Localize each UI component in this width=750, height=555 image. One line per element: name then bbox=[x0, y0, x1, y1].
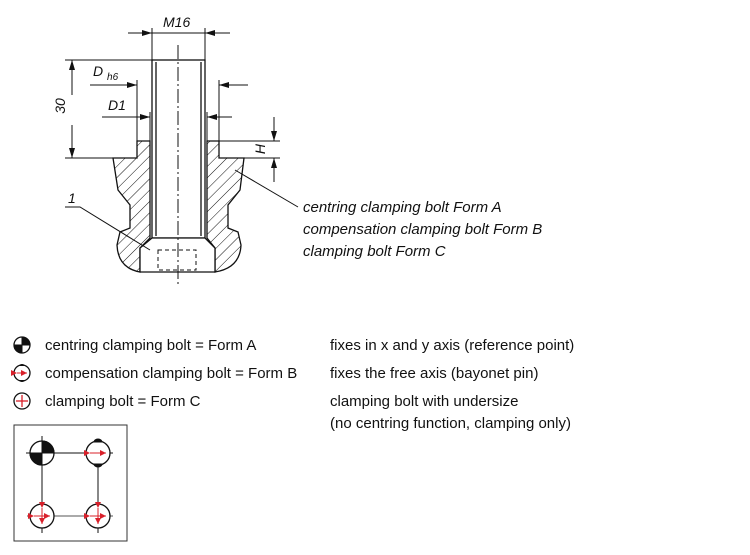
dim-height: H bbox=[252, 143, 269, 155]
clamping-symbol-icon bbox=[13, 392, 31, 410]
legend-label-a: centring clamping bolt = Form A bbox=[45, 337, 257, 354]
centring-symbol-icon bbox=[26, 437, 58, 469]
callout-text-a: centring clamping bolt Form A bbox=[303, 199, 502, 216]
callout-text-c: clamping bolt Form C bbox=[303, 243, 446, 260]
dim-thread: M16 bbox=[163, 14, 191, 30]
legend-desc-b: fixes the free axis (bayonet pin) bbox=[330, 365, 539, 382]
centring-symbol-icon bbox=[13, 336, 31, 354]
bolt-section bbox=[65, 28, 299, 285]
dim-diameter: D h6 bbox=[93, 63, 118, 83]
layout-example bbox=[13, 424, 128, 542]
compensation-symbol-icon bbox=[11, 364, 31, 382]
callout-text-b: compensation clamping bolt Form B bbox=[303, 221, 543, 238]
dim-diameter-label: D bbox=[93, 63, 104, 79]
dim-length: 30 bbox=[51, 98, 68, 114]
legend-desc-a: fixes in x and y axis (reference point) bbox=[330, 337, 575, 354]
dim-inner-diameter: D1 bbox=[108, 97, 126, 113]
callout-leader-right bbox=[234, 169, 299, 208]
clamping-symbol-icon bbox=[84, 502, 111, 529]
callout-leader-1 bbox=[65, 206, 151, 251]
legend-label-b: compensation clamping bolt = Form B bbox=[45, 365, 298, 382]
dim-tolerance: h6 bbox=[107, 71, 119, 83]
hex-socket bbox=[157, 249, 197, 271]
clamping-symbol-icon bbox=[28, 502, 55, 529]
compensation-symbol-icon bbox=[84, 438, 111, 468]
legend-desc-c: clamping bolt with undersize bbox=[330, 393, 519, 410]
legend-label-c: clamping bolt = Form C bbox=[45, 393, 201, 410]
legend-desc-c2: (no centring function, clamping only) bbox=[330, 415, 571, 432]
callout-number: 1 bbox=[68, 190, 76, 206]
